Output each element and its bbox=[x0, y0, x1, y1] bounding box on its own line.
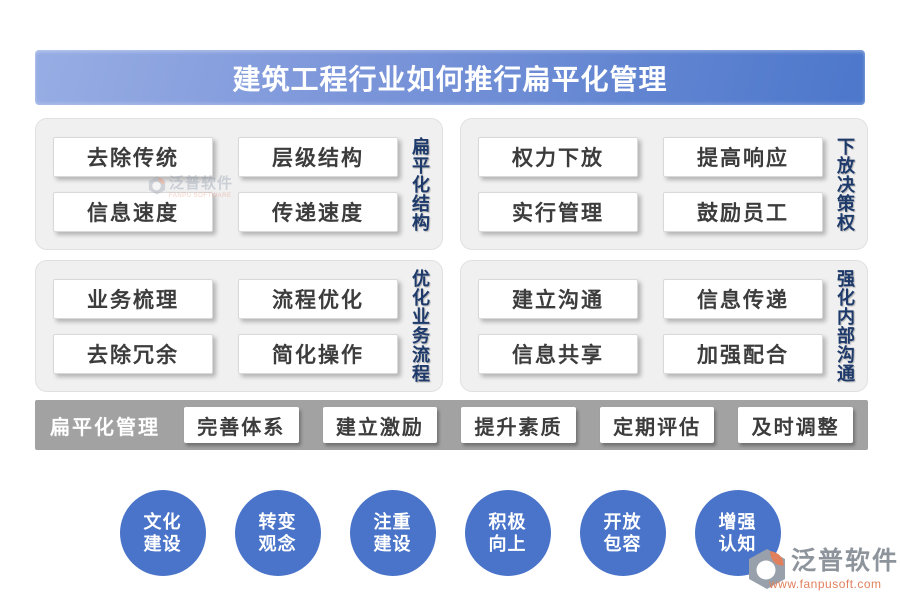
process-step: 提升素质 bbox=[461, 407, 576, 443]
item-box: 简化操作 bbox=[238, 333, 398, 374]
value-circle: 文化 建设 bbox=[119, 490, 206, 576]
item-box: 去除冗余 bbox=[53, 333, 213, 374]
value-circle: 转变 观念 bbox=[234, 490, 321, 576]
fanpu-logo-icon bbox=[749, 549, 785, 589]
quadrant-label-vertical: 优化业务流程 bbox=[410, 269, 430, 383]
brand-logo: 泛普软件 www.fanpusoft.com bbox=[747, 547, 900, 591]
circle-line2: 建设 bbox=[373, 534, 412, 554]
quadrant-items: 业务梳理 流程优化 去除冗余 简化操作 bbox=[53, 278, 398, 374]
circle-line1: 开放 bbox=[603, 511, 642, 532]
item-box: 传递速度 bbox=[238, 191, 398, 232]
watermark-brand: 泛普软件 bbox=[169, 175, 234, 192]
brand-url: www.fanpusoft.com bbox=[769, 576, 882, 591]
fanpu-logo-icon bbox=[148, 176, 166, 195]
item-box: 层级结构 bbox=[238, 136, 398, 177]
circle-line2: 认知 bbox=[718, 534, 757, 554]
quadrant-label-vertical: 强化内部沟通 bbox=[835, 269, 855, 383]
quadrant-delegate-decision: 权力下放 提高响应 实行管理 鼓励员工 下放决策权 bbox=[460, 118, 868, 250]
value-circles-row: 文化 建设 转变 观念 注重 建设 积极 向上 开放 包容 增强 认知 bbox=[0, 490, 900, 576]
watermark-logo: 泛普软件 FANPU SOFTWARE bbox=[148, 175, 234, 199]
item-box: 信息速度 bbox=[53, 191, 213, 232]
item-box: 业务梳理 bbox=[53, 278, 213, 319]
circle-line2: 向上 bbox=[488, 534, 527, 554]
brand-text: 泛普软件 www.fanpusoft.com bbox=[769, 547, 900, 590]
page-title: 建筑工程行业如何推行扁平化管理 bbox=[232, 63, 668, 95]
watermark-text: 泛普软件 FANPU SOFTWARE bbox=[169, 175, 234, 199]
quadrant-internal-communication: 建立沟通 信息传递 信息共享 加强配合 强化内部沟通 bbox=[460, 260, 868, 392]
bottom-process-bar: 扁平化管理 完善体系 建立激励 提升素质 定期评估 及时调整 bbox=[35, 400, 868, 450]
process-step: 定期评估 bbox=[599, 407, 715, 443]
circle-line1: 积极 bbox=[488, 511, 527, 532]
item-box: 信息传递 bbox=[663, 278, 823, 319]
quadrant-flat-structure: 去除传统 层级结构 信息速度 传递速度 扁平化结构 bbox=[35, 118, 443, 250]
circle-line2: 建设 bbox=[143, 534, 182, 554]
item-box: 建立沟通 bbox=[478, 278, 638, 319]
item-box: 流程优化 bbox=[238, 278, 398, 319]
quadrant-grid: 去除传统 层级结构 信息速度 传递速度 扁平化结构 权力下放 提高响应 实行管理… bbox=[35, 118, 868, 392]
process-step: 及时调整 bbox=[738, 407, 853, 443]
quadrant-label-vertical: 下放决策权 bbox=[835, 136, 855, 232]
watermark-subtext: FANPU SOFTWARE bbox=[169, 192, 232, 199]
quadrant-optimize-process: 业务梳理 流程优化 去除冗余 简化操作 优化业务流程 bbox=[35, 260, 443, 392]
item-box: 信息共享 bbox=[478, 333, 638, 374]
item-box: 权力下放 bbox=[478, 136, 638, 177]
item-box: 去除传统 bbox=[53, 136, 213, 177]
circle-line2: 观念 bbox=[258, 534, 297, 554]
quadrant-items: 去除传统 层级结构 信息速度 传递速度 bbox=[53, 136, 398, 232]
value-circle: 开放 包容 bbox=[579, 490, 666, 576]
item-box: 提高响应 bbox=[663, 136, 823, 177]
item-box: 实行管理 bbox=[478, 191, 638, 232]
quadrant-label-vertical: 扁平化结构 bbox=[410, 136, 430, 232]
value-circle: 积极 向上 bbox=[464, 490, 551, 576]
process-bar-label: 扁平化管理 bbox=[50, 416, 160, 439]
circle-line1: 注重 bbox=[373, 511, 412, 532]
process-step: 完善体系 bbox=[184, 407, 299, 443]
item-box: 加强配合 bbox=[663, 333, 823, 374]
value-circle: 注重 建设 bbox=[349, 490, 436, 576]
title-banner: 建筑工程行业如何推行扁平化管理 bbox=[35, 50, 865, 105]
brand-name: 泛普软件 bbox=[791, 547, 900, 575]
quadrant-items: 权力下放 提高响应 实行管理 鼓励员工 bbox=[478, 136, 823, 232]
circle-line2: 包容 bbox=[603, 534, 642, 554]
item-box: 鼓励员工 bbox=[663, 191, 823, 232]
circle-line1: 转变 bbox=[258, 511, 297, 532]
circle-line1: 文化 bbox=[143, 511, 182, 532]
quadrant-items: 建立沟通 信息传递 信息共享 加强配合 bbox=[478, 278, 823, 374]
process-step: 建立激励 bbox=[322, 407, 438, 443]
circle-line1: 增强 bbox=[718, 511, 757, 532]
